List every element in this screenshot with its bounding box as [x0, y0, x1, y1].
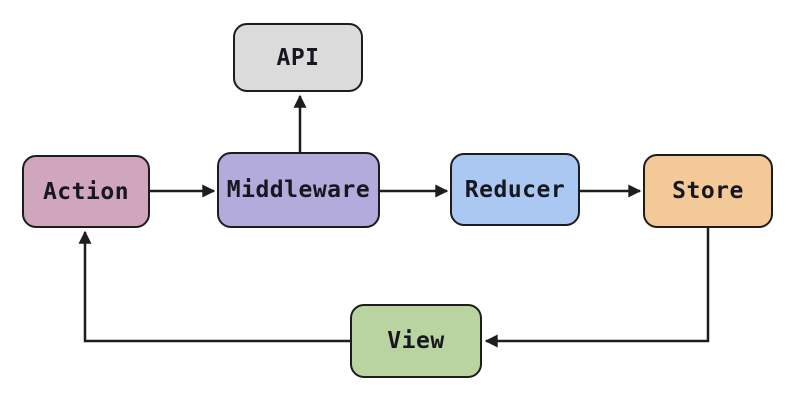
- node-reducer-label: Reducer: [464, 176, 566, 203]
- node-reducer: Reducer: [450, 153, 580, 226]
- node-store: Store: [643, 154, 773, 228]
- node-api: API: [233, 23, 363, 92]
- node-middleware: Middleware: [217, 152, 380, 228]
- node-middleware-label: Middleware: [226, 177, 371, 203]
- edge-store-to-view: [484, 228, 710, 348]
- node-store-label: Store: [672, 178, 744, 204]
- node-view-label: View: [387, 328, 445, 354]
- node-action-label: Action: [42, 178, 130, 205]
- node-api-label: API: [276, 44, 320, 71]
- edge-view-to-action: [78, 230, 350, 343]
- node-view: View: [350, 304, 482, 378]
- node-action: Action: [22, 155, 150, 228]
